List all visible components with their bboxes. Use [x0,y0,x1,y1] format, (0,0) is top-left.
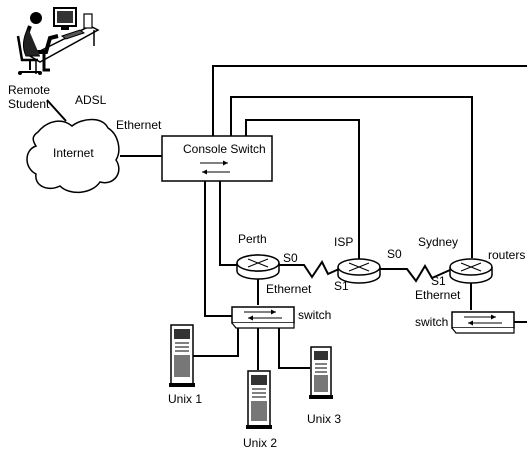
switch-icon [231,306,295,329]
tower-server-icon [169,324,195,387]
internet-label: Internet [53,146,94,160]
ethernet-sydney-label: Ethernet [415,288,461,302]
router-icon [337,258,381,284]
routers-label: routers [488,248,525,262]
internet-cloud-icon [26,118,120,194]
sydney-s1-label: S1 [431,274,446,288]
console-switch-label: Console Switch [183,142,266,156]
serial-link-perth-isp [279,260,340,279]
console-switch [161,135,273,182]
link-unix3 [278,327,310,369]
switch-icon [200,160,230,175]
perth-label: Perth [238,232,267,246]
isp-s1-label: S1 [334,279,349,293]
link-unix1 [193,327,239,357]
console-line-perth [219,181,237,266]
ethernet-perth-label: Ethernet [266,282,312,296]
switch-sydney-label: switch [415,315,448,329]
serial-link-isp-sydney [380,264,451,283]
router-icon [449,258,493,284]
switch-icon [451,311,515,334]
remote-student-label-line1: Remote [8,83,50,97]
switch-perth-label: switch [298,308,331,322]
unix1-label: Unix 1 [168,392,202,406]
console-line-outer [212,65,527,160]
ethernet-label-top: Ethernet [116,118,162,132]
adsl-label: ADSL [75,93,107,107]
unix3-label: Unix 3 [307,412,341,426]
unix2-label: Unix 2 [243,436,277,449]
isp-label: ISP [334,235,353,249]
perth-s0-label: S0 [283,251,298,265]
adsl-link [46,99,67,122]
sydney-label: Sydney [418,235,458,249]
console-line-sydney [230,96,473,258]
tower-server-icon [246,370,272,429]
isp-s0-label: S0 [387,247,402,261]
remote-student-label-line2: Student [8,97,50,111]
console-line-switch [204,181,232,317]
tower-server-icon [309,346,333,399]
workstation-user-icon [16,7,100,75]
router-icon [236,254,280,280]
